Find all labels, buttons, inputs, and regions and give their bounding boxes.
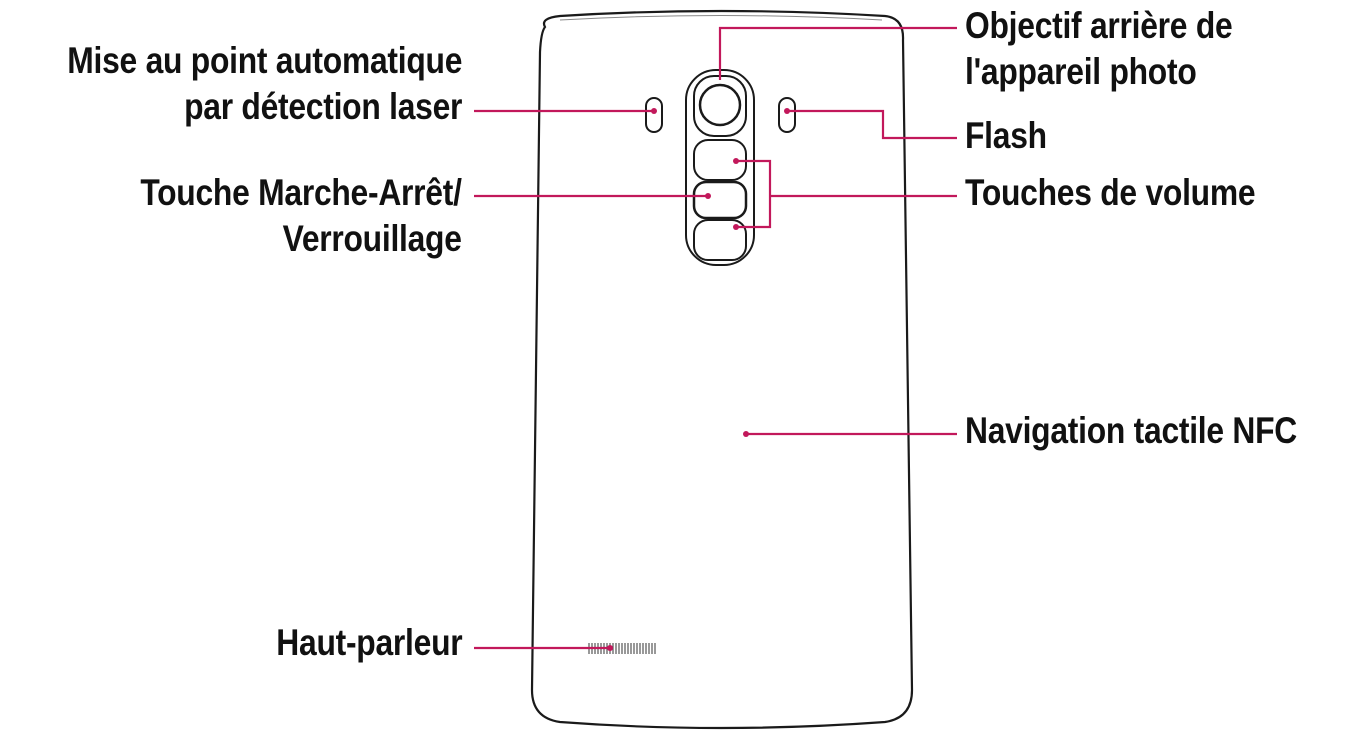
label-laser-af: Mise au point automatique par détection … [67, 38, 462, 130]
label-nfc: Navigation tactile NFC [965, 408, 1297, 454]
label-volume-keys: Touches de volume [965, 170, 1256, 216]
dot-power-lock [705, 193, 711, 199]
label-laser-af-line-1: Mise au point automatique [67, 40, 462, 81]
phone-outline [530, 9, 914, 730]
label-rear-camera-line-2: l'appareil photo [965, 51, 1197, 92]
dot-nfc [743, 431, 749, 437]
camera-lens-icon [698, 83, 742, 127]
dot-flash [784, 108, 790, 114]
phone-body [530, 9, 914, 730]
label-power-lock: Touche Marche-Arrêt/ Verrouillage [140, 170, 463, 262]
leader-volume-keys [736, 159, 772, 229]
leader-lines [474, 26, 957, 650]
laser-af-sensor-icon [645, 97, 663, 133]
label-laser-af-line-2: par détection laser [183, 86, 462, 127]
leader-dots [607, 108, 790, 651]
dot-volume-up [733, 158, 739, 164]
label-flash: Flash [965, 113, 1047, 159]
flash-icon [778, 97, 796, 133]
volume-down-key [693, 219, 747, 261]
label-power-lock-line-1: Touche Marche-Arrêt/ [140, 172, 463, 213]
label-power-lock-line-2: Verrouillage [282, 218, 462, 259]
label-flash-line-1: Flash [965, 115, 1047, 156]
label-rear-camera: Objectif arrière de l'appareil photo [965, 3, 1233, 95]
label-speaker: Haut-parleur [276, 620, 462, 666]
label-nfc-line-1: Navigation tactile NFC [965, 410, 1298, 451]
camera-module [645, 69, 796, 266]
dot-laser-af [651, 108, 657, 114]
camera-module-outer [685, 69, 755, 266]
power-lock-key [692, 180, 748, 220]
label-rear-camera-line-1: Objectif arrière de [965, 5, 1233, 46]
dot-volume-down [733, 224, 739, 230]
speaker-grille-icon [588, 643, 656, 654]
dot-speaker [607, 645, 613, 651]
leader-rear-camera [718, 26, 957, 80]
label-speaker-line-1: Haut-parleur [275, 622, 462, 663]
leader-flash [787, 109, 957, 140]
label-volume-keys-line-1: Touches de volume [965, 172, 1256, 213]
phone-edge-highlight [559, 15, 883, 21]
